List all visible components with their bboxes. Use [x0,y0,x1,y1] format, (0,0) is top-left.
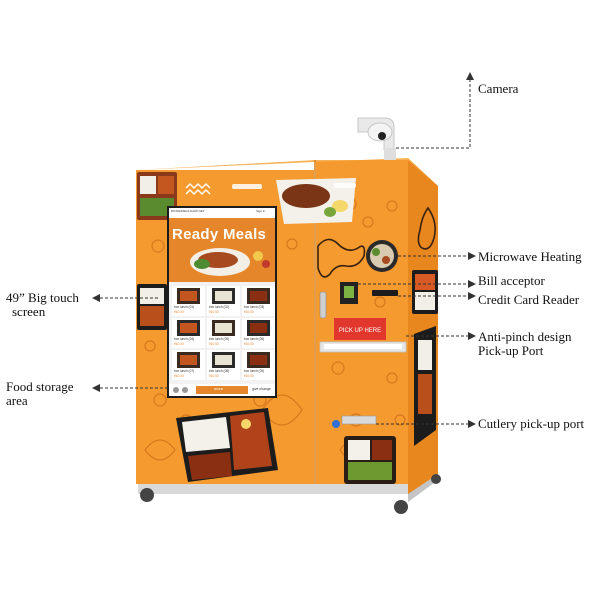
touch-screen[interactable] [167,206,277,398]
microwave-badge [366,240,398,272]
screen-header-left: BOXEDMEALSHOP.NET [171,209,205,213]
food-image-bento-right [344,436,396,484]
menu-item-name: box lunch (05) [209,337,230,341]
wheel [140,488,154,502]
pickup-port[interactable] [319,341,407,353]
menu-item-food [180,323,197,333]
machine-base [138,484,408,494]
screen-header-right[interactable]: Sign in [256,209,266,213]
menu-item-name: box lunch (01) [174,305,195,309]
menu-item-price: ¥10.00 [174,342,184,346]
leader-lines [100,78,471,425]
sketch-foot [417,206,436,250]
label-food-storage-1: Food storage [6,379,74,394]
menu-item-price: ¥10.00 [209,342,219,346]
screen-more-label[interactable]: more [214,386,224,391]
menu-item-food [180,291,197,301]
camera [357,117,396,160]
label-touch-screen-1: 49” Big touch [6,290,79,305]
menu-item-price: ¥10.00 [209,374,219,378]
more-button[interactable] [196,386,248,394]
label-pickup-port: Pick-up Port [478,343,544,358]
menu-item-price: ¥10.00 [209,310,219,314]
svg-text:PICK UP HERE: PICK UP HERE [339,328,381,334]
menu-item-name: box lunch (02) [209,305,230,309]
menu-item-name: box lunch (03) [244,305,265,309]
label-microwave-heating: Microwave Heating [478,249,582,264]
label-camera: Camera [478,81,519,96]
label-cutlery-port: Cutlery pick-up port [478,416,585,431]
menu-item-price: ¥10.00 [174,310,184,314]
label-touch-screen-2: screen [12,304,46,319]
home-icon[interactable] [173,387,179,393]
menu-item-name: box lunch (04) [174,337,195,341]
sketch-hand [317,238,366,278]
menu-item-price: ¥10.00 [244,342,254,346]
door-lock [319,291,327,319]
food-image-side-left [137,284,167,330]
menu-item-name: box lunch (06) [244,337,265,341]
wheel [394,500,408,514]
menu-item-price: ¥10.00 [174,374,184,378]
menu-item-food [250,323,267,333]
menu-item-price: ¥10.00 [244,374,254,378]
credit-card-reader[interactable] [372,290,398,296]
pickup-label: PICK UP HERE [334,318,386,340]
label-food-storage-2: area [6,393,28,408]
bill-acceptor[interactable] [340,282,358,304]
arrow-heads [92,72,476,428]
menu-item-name: box lunch (07) [174,369,195,373]
label-credit-card-reader: Credit Card Reader [478,292,580,307]
food-image-side-tall [414,326,436,446]
wave-logo [185,183,211,195]
screen-give-change[interactable]: give change [252,387,271,391]
food-image-steak [276,178,356,224]
food-image-bento-front [176,408,278,482]
menu-item-price: ¥10.00 [244,310,254,314]
menu-item-food [215,355,232,365]
menu-item-food [250,355,267,365]
top-slot [232,184,262,189]
cutlery-port[interactable] [332,415,377,428]
menu-item-food [250,291,267,301]
wheel [431,474,441,484]
menu-item-food [215,323,232,333]
menu-item-name: box lunch (09) [244,369,265,373]
menu-item-food [215,291,232,301]
label-bill-acceptor: Bill acceptor [478,273,545,288]
menu-item-name: box lunch (08) [209,369,230,373]
food-image-side-right [412,270,438,314]
label-anti-pinch-design: Anti-pinch design [478,329,572,344]
top-slot [334,183,356,188]
back-icon[interactable] [182,387,188,393]
menu-item-food [180,355,197,365]
screen-title: Ready Meals [172,226,267,243]
